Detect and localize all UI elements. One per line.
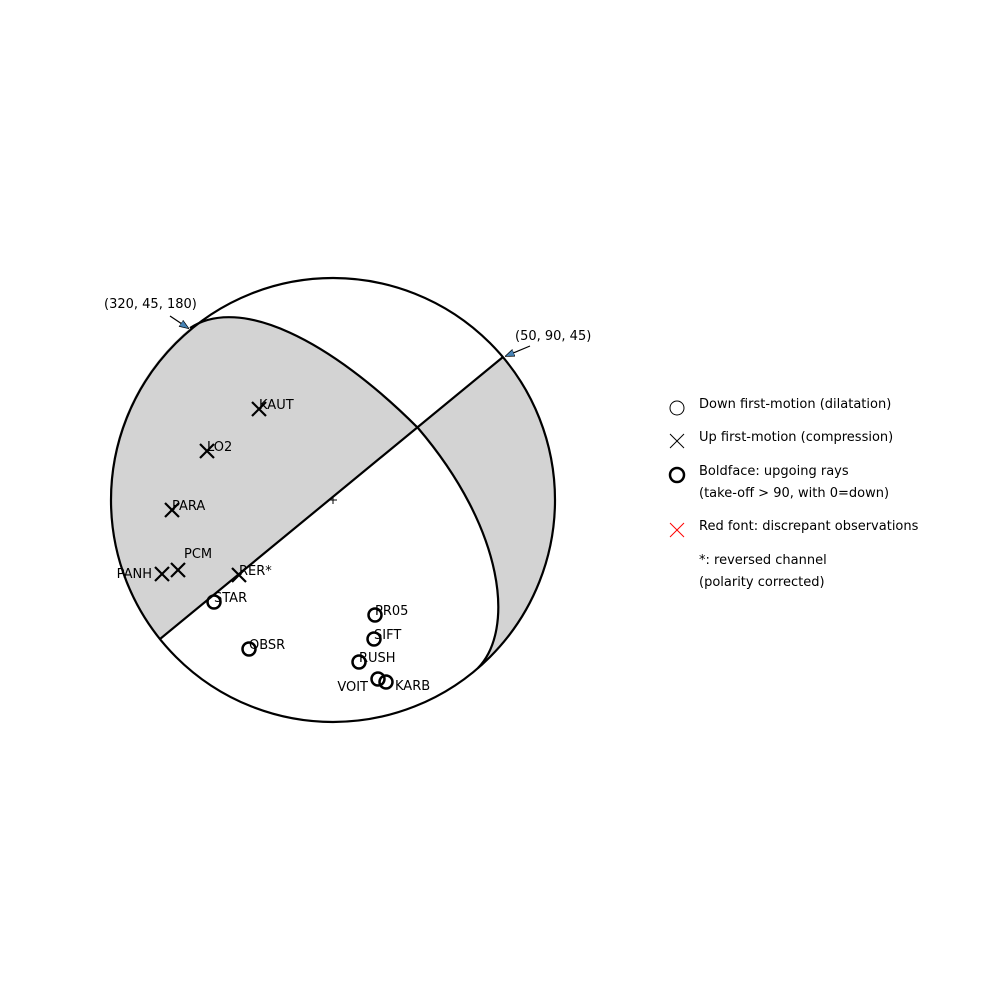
down-circle-icon xyxy=(351,654,367,670)
legend-reversed-2: (polarity corrected) xyxy=(699,575,825,590)
focal-sphere-outline xyxy=(109,276,557,724)
legend-red: Red font: discrepant observations xyxy=(699,519,919,534)
compressional-quadrant-right xyxy=(418,357,556,668)
center-plus-marker xyxy=(329,496,337,504)
station-lo2: LO2 xyxy=(199,440,232,459)
nodal-plane-dipping xyxy=(189,316,500,669)
plane-label-1: (320, 45, 180) xyxy=(104,297,197,328)
plane-2-text: (50, 90, 45) xyxy=(515,329,591,344)
station-pcm: PCM xyxy=(170,547,212,578)
station-label: SIFT xyxy=(374,628,401,643)
station-label: STAR xyxy=(214,591,247,606)
up-cross-icon xyxy=(199,443,215,459)
up-cross-icon xyxy=(669,433,685,449)
arrow-icon xyxy=(169,315,188,328)
station-pr05: PR05 xyxy=(367,604,408,623)
station-karb: KARB xyxy=(378,674,430,694)
station-panh: PANH xyxy=(117,566,170,582)
station-label: PANH xyxy=(117,567,152,582)
legend-bold-1: Boldface: upgoing rays xyxy=(699,464,849,479)
down-circle-icon xyxy=(206,594,222,610)
legend-up: Up first-motion (compression) xyxy=(699,430,893,445)
station-label: PR05 xyxy=(375,604,408,619)
station-label: PARA xyxy=(172,499,205,514)
station-para: PARA xyxy=(164,499,205,518)
station-label: KARB xyxy=(395,679,430,694)
station-sift: SIFT xyxy=(366,628,401,647)
up-cross-icon xyxy=(251,401,267,417)
station-rush: RUSH xyxy=(351,651,396,670)
station-label: PCM xyxy=(184,547,212,562)
down-circle-icon xyxy=(370,671,386,687)
station-label: OBSR xyxy=(249,638,285,653)
station-kaut: KAUT xyxy=(251,398,294,417)
down-circle-icon xyxy=(241,641,257,657)
station-label: VOIT xyxy=(337,680,368,695)
down-circle-icon xyxy=(669,400,685,416)
station-label: RUSH xyxy=(359,651,396,666)
plane-1-text: (320, 45, 180) xyxy=(104,297,197,312)
legend: Down first-motion (dilatation) Up first-… xyxy=(668,397,919,590)
up-cross-icon xyxy=(154,566,170,582)
compressional-quadrant-left xyxy=(110,317,418,639)
station-label: KAUT xyxy=(259,398,294,413)
down-circle-icon xyxy=(378,674,394,690)
station-voit: VOIT xyxy=(337,671,386,695)
down-circle-icon xyxy=(367,607,383,623)
down-circle-icon xyxy=(366,631,382,647)
legend-reversed-1: *: reversed channel xyxy=(699,553,827,568)
plane-label-2: (50, 90, 45) xyxy=(506,329,591,356)
legend-down: Down first-motion (dilatation) xyxy=(699,397,891,412)
arrow-icon xyxy=(506,345,531,356)
station-label: LO2 xyxy=(207,440,232,455)
bold-circle-icon xyxy=(668,466,686,484)
station-label: RER* xyxy=(239,564,272,579)
nodal-plane-vertical xyxy=(159,356,504,640)
station-obsr: OBSR xyxy=(241,638,285,657)
station-star: STAR xyxy=(206,591,247,610)
up-cross-icon xyxy=(170,562,186,578)
up-cross-icon xyxy=(164,502,180,518)
station-rer: RER* xyxy=(231,564,272,583)
up-cross-icon xyxy=(231,567,247,583)
red-cross-icon xyxy=(669,522,685,538)
legend-bold-2: (take-off > 90, with 0=down) xyxy=(699,486,889,501)
